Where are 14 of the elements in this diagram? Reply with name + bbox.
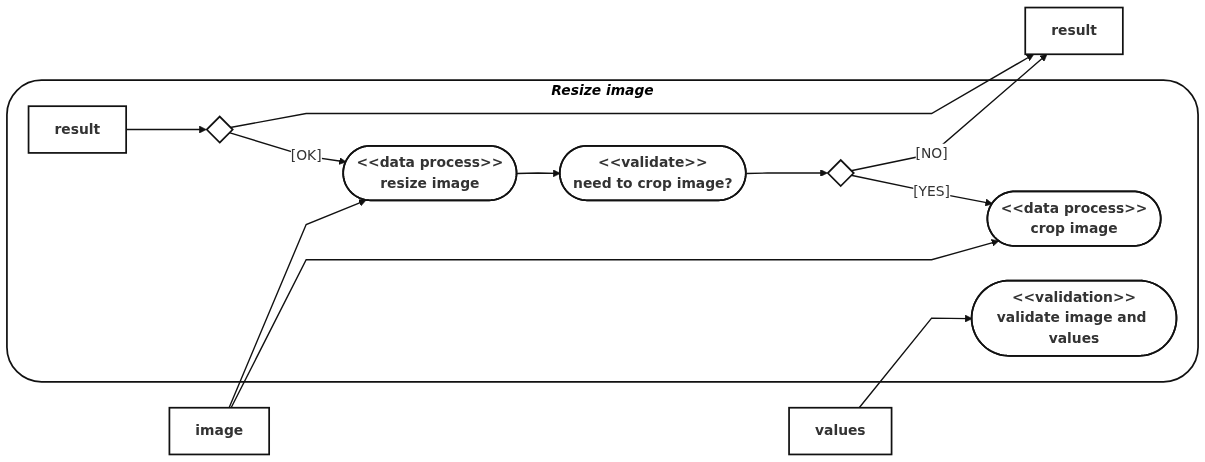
node-box: result (1024, 6, 1124, 56)
arrow (850, 53, 1048, 172)
node-diamond (826, 158, 855, 188)
edge-label: [OK] (290, 147, 322, 164)
arrow (850, 174, 993, 207)
node-box: image (168, 406, 270, 456)
arrow (745, 169, 828, 177)
edge-label: [NO] (915, 145, 948, 162)
arrow (228, 199, 367, 409)
node-box: values (788, 406, 893, 456)
node-box: result (27, 105, 127, 154)
node-diamond (205, 115, 234, 144)
edge-label: [YES] (913, 183, 951, 200)
arrow (230, 239, 1000, 409)
